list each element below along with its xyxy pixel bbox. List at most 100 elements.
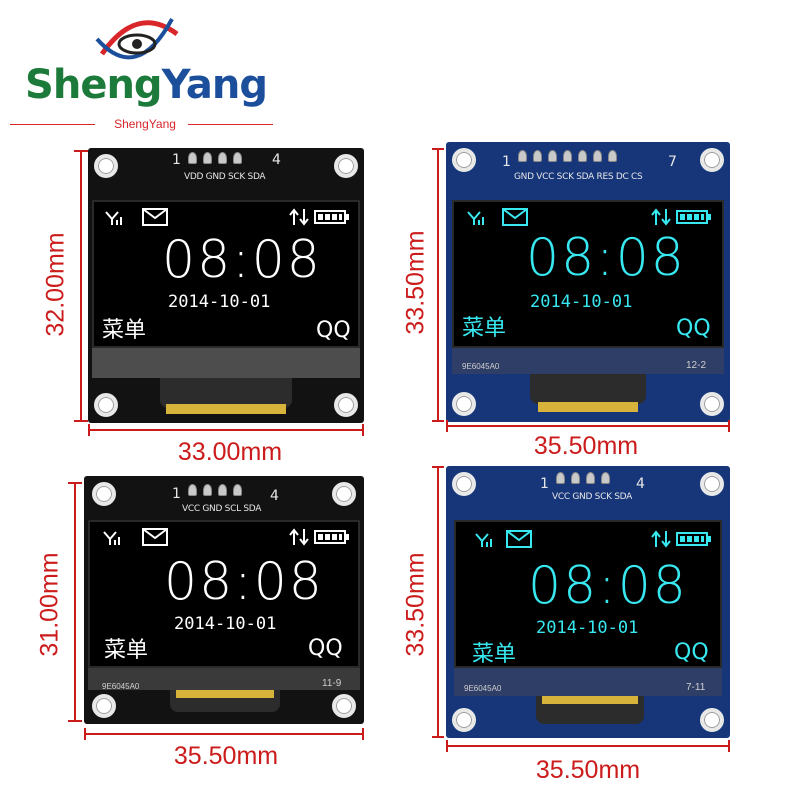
pcb-part-code: 9E6045A0 bbox=[102, 682, 140, 691]
pin-number-last: 4 bbox=[272, 152, 281, 168]
clock-date: 2014-10-01 bbox=[174, 614, 277, 634]
clock-time: 08:08 bbox=[526, 228, 686, 288]
mount-hole bbox=[452, 148, 476, 172]
mail-icon bbox=[502, 208, 528, 226]
flex-stiffener bbox=[538, 402, 638, 412]
pcb-revision: 12-2 bbox=[686, 360, 707, 371]
brand-block: ShengYang ShengYang bbox=[0, 0, 290, 140]
dim-tick bbox=[728, 420, 730, 432]
battery-icon bbox=[314, 210, 349, 224]
clock-date: 2014-10-01 bbox=[536, 618, 639, 638]
pcb-revision: 7-11 bbox=[686, 682, 706, 693]
brand-name: ShengYang bbox=[25, 62, 268, 108]
transfer-arrows-icon bbox=[289, 208, 309, 226]
pcb-part-code: 9E6045A0 bbox=[462, 362, 500, 371]
pcb-revision: 11-9 bbox=[322, 678, 342, 689]
mail-icon bbox=[506, 530, 532, 548]
signal-icon bbox=[475, 533, 492, 547]
clock-time: 08:08 bbox=[162, 230, 322, 290]
signal-icon bbox=[467, 211, 484, 225]
transfer-arrows-icon bbox=[289, 528, 309, 546]
header-pins bbox=[518, 150, 617, 164]
width-dimension-label: 33.00mm bbox=[177, 438, 283, 466]
header-pins bbox=[188, 152, 242, 166]
glass-edge bbox=[92, 348, 360, 378]
mount-hole bbox=[332, 482, 356, 506]
mount-hole bbox=[452, 392, 476, 416]
clock-date: 2014-10-01 bbox=[168, 292, 271, 312]
height-dimension-line bbox=[437, 148, 439, 420]
oled-screen: 08:08 2014-10-01 菜单 QQ bbox=[92, 200, 360, 348]
header-pins bbox=[556, 472, 610, 486]
oled-screen: 08:08 2014-10-01 菜单 QQ bbox=[452, 200, 724, 348]
clock-date: 2014-10-01 bbox=[530, 292, 633, 312]
height-dimension-label: 33.50mm bbox=[401, 230, 430, 335]
qq-label: QQ bbox=[674, 640, 709, 665]
mount-hole bbox=[94, 154, 118, 178]
glass-edge bbox=[452, 348, 724, 374]
battery-icon bbox=[676, 210, 711, 224]
mount-hole bbox=[452, 472, 476, 496]
flex-cable bbox=[530, 374, 646, 404]
eye-swoosh-icon bbox=[95, 18, 179, 60]
width-dimension-line bbox=[84, 733, 364, 735]
pin-number-last: 7 bbox=[668, 154, 677, 170]
height-dimension-label: 32.00mm bbox=[41, 232, 70, 337]
clock-time: 08:08 bbox=[528, 556, 688, 616]
width-dimension-line bbox=[446, 425, 730, 427]
width-dimension-line bbox=[88, 429, 364, 431]
dim-tick bbox=[362, 424, 364, 436]
brand-rule-left bbox=[10, 124, 95, 125]
mount-hole bbox=[94, 393, 118, 417]
oled-screen: 08:08 2014-10-01 菜单 QQ bbox=[454, 520, 722, 668]
mount-hole bbox=[92, 694, 116, 718]
width-dimension-label: 35.50mm bbox=[533, 432, 639, 460]
pin-labels: VCC GND SCL SDA bbox=[182, 504, 262, 514]
height-dimension-line bbox=[437, 466, 439, 738]
dim-tick bbox=[362, 728, 364, 740]
brand-subtitle: ShengYang bbox=[114, 117, 176, 131]
pin-number-last: 4 bbox=[270, 488, 279, 504]
signal-icon bbox=[105, 211, 122, 225]
pcb-part-code: 9E6045A0 bbox=[464, 684, 502, 693]
qq-label: QQ bbox=[316, 318, 351, 343]
glass-edge bbox=[88, 668, 360, 690]
dim-tick bbox=[68, 720, 82, 722]
pin-labels: VCC GND SCK SDA bbox=[552, 492, 632, 502]
menu-label: 菜单 bbox=[102, 318, 147, 343]
qq-label: QQ bbox=[676, 316, 711, 341]
oled-screen: 08:08 2014-10-01 菜单 QQ bbox=[88, 520, 360, 668]
oled-module-black-4pin: 1 4 VDD GND SCK SDA 08:08 2014-10-01 菜单 … bbox=[88, 148, 364, 423]
glass-edge bbox=[454, 668, 722, 696]
pin-number-first: 1 bbox=[172, 486, 181, 502]
mount-hole bbox=[334, 393, 358, 417]
battery-icon bbox=[676, 532, 711, 546]
pin-number-last: 4 bbox=[636, 476, 645, 492]
flex-stiffener bbox=[166, 404, 286, 414]
mount-hole bbox=[700, 708, 724, 732]
header-pins bbox=[188, 484, 242, 498]
mount-hole bbox=[700, 392, 724, 416]
oled-module-blue-7pin: 1 7 GND VCC SCK SDA RES DC CS 08:08 2014… bbox=[446, 142, 730, 422]
oled-module-blue-4pin: 1 4 VCC GND SCK SDA 08:08 2014-10-01 菜单 … bbox=[446, 466, 730, 738]
flex-stiffener bbox=[542, 696, 638, 704]
oled-module-black-4pin-v2: 1 4 VCC GND SCL SDA 08:08 2014-10-01 菜单 … bbox=[84, 476, 364, 724]
dim-tick bbox=[74, 420, 88, 422]
pin-number-first: 1 bbox=[540, 476, 549, 492]
height-dimension-label: 31.00mm bbox=[35, 552, 64, 657]
width-dimension-line bbox=[446, 745, 730, 747]
transfer-arrows-icon bbox=[651, 208, 671, 226]
mount-hole bbox=[700, 148, 724, 172]
mail-icon bbox=[142, 208, 168, 226]
flex-cable bbox=[160, 378, 292, 408]
transfer-arrows-icon bbox=[651, 530, 671, 548]
mail-icon bbox=[142, 528, 168, 546]
height-dimension-line bbox=[80, 150, 82, 420]
pin-labels: GND VCC SCK SDA RES DC CS bbox=[514, 172, 643, 182]
battery-icon bbox=[314, 530, 349, 544]
menu-label: 菜单 bbox=[472, 642, 517, 667]
pin-number-first: 1 bbox=[172, 152, 181, 168]
height-dimension-label: 33.50mm bbox=[401, 552, 430, 657]
width-dimension-label: 35.50mm bbox=[173, 742, 279, 770]
menu-label: 菜单 bbox=[462, 316, 507, 341]
